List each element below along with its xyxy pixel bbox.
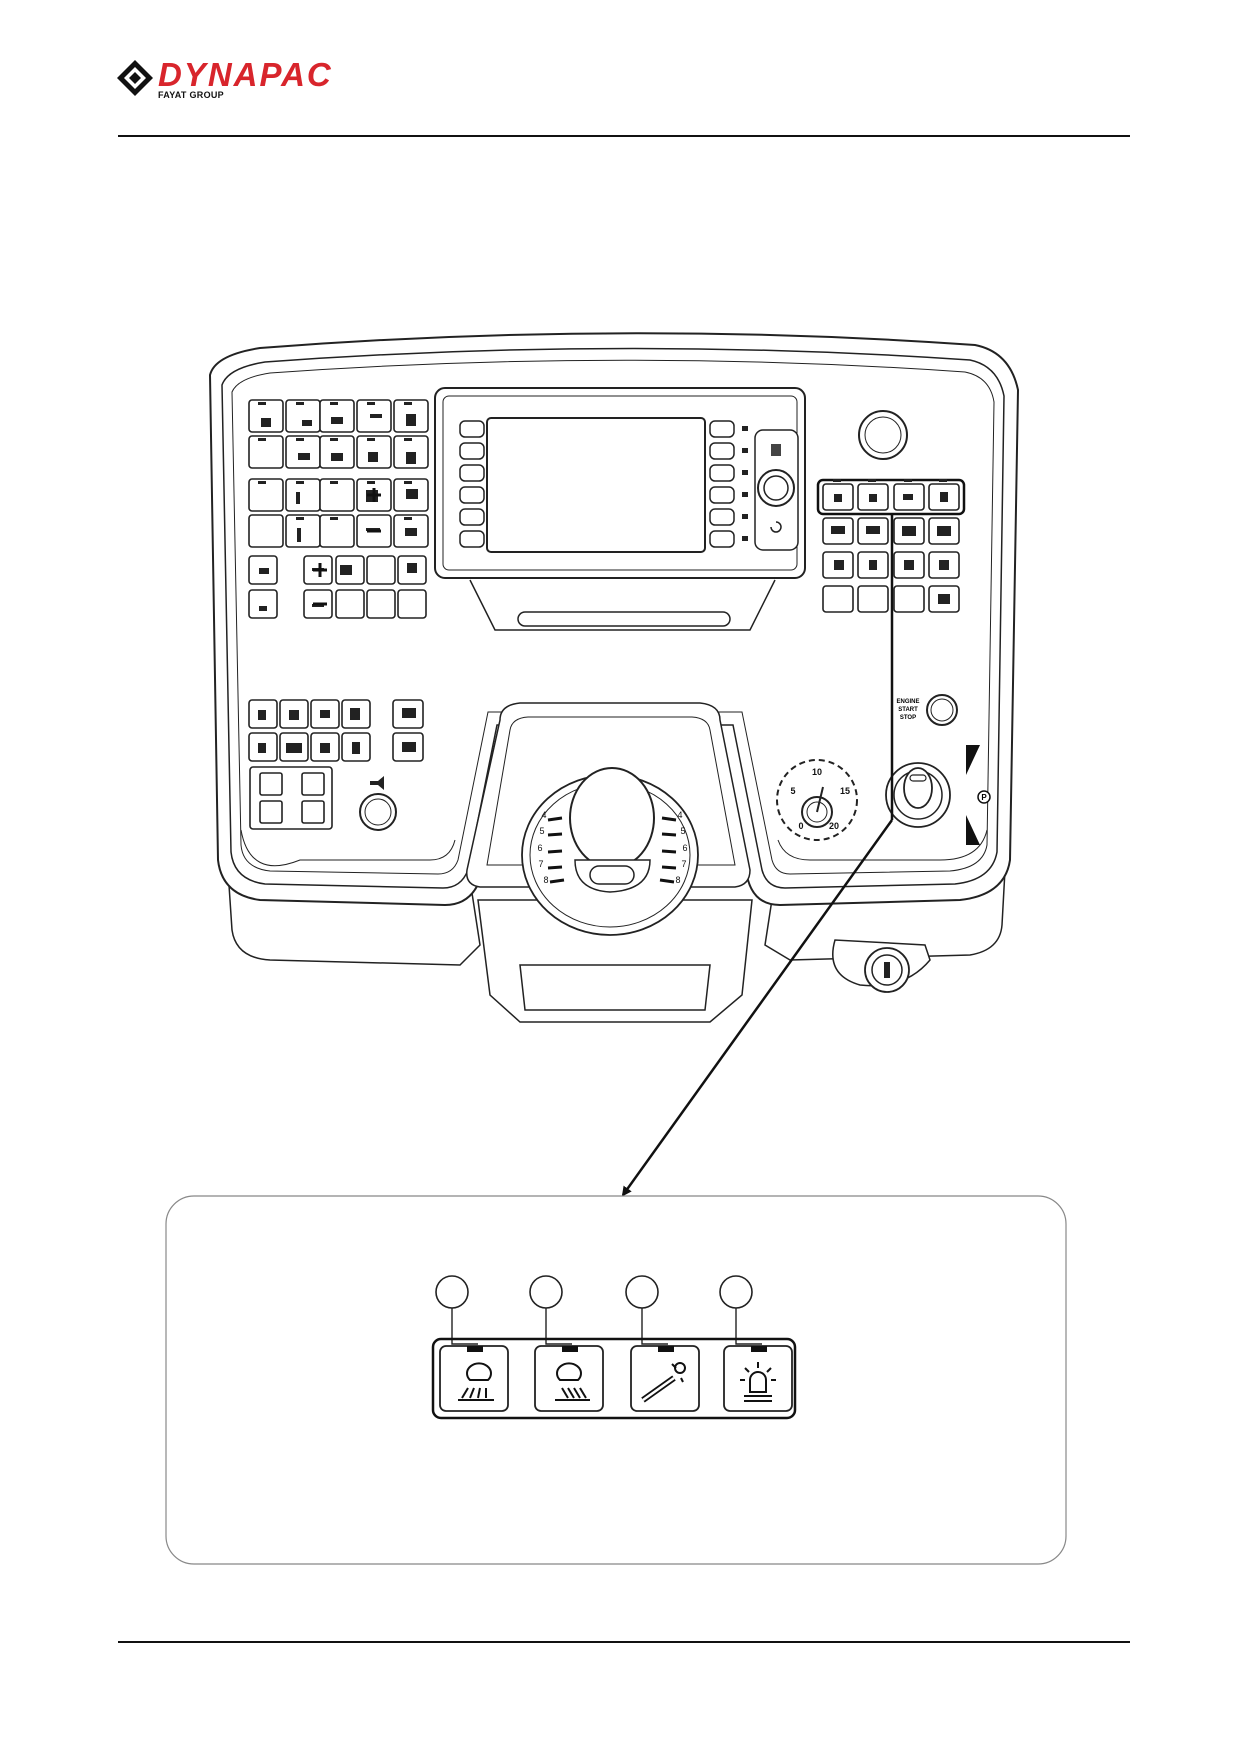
detail-leds <box>467 1346 767 1352</box>
svg-text:6: 6 <box>682 843 687 853</box>
ignition-switch[interactable] <box>832 939 931 993</box>
left-switch-block-2[interactable] <box>248 478 429 548</box>
engine-start-stop-label: ENGINE <box>896 699 919 705</box>
svg-text:8: 8 <box>675 875 680 885</box>
reverse-arrow-icon <box>966 815 980 845</box>
engine-start-stop-button[interactable] <box>926 694 958 726</box>
plus-minus-icons <box>313 488 381 606</box>
amplitude-scale: 4 5 6 7 8 4 5 6 7 8 <box>537 810 687 885</box>
svg-text:START: START <box>898 707 918 713</box>
svg-text:10: 10 <box>812 767 822 777</box>
svg-text:0: 0 <box>798 821 803 831</box>
right-switch-block[interactable] <box>816 478 966 613</box>
detail-arrow <box>621 819 894 1197</box>
svg-text:6: 6 <box>537 843 542 853</box>
brand-group: FAYAT GROUP <box>158 90 224 100</box>
side-light-icon <box>641 1362 686 1403</box>
svg-text:STOP: STOP <box>900 715 916 721</box>
center-joystick-area <box>466 702 751 936</box>
svg-text:P: P <box>981 793 987 802</box>
detail-switch-group <box>431 1337 797 1420</box>
svg-text:8: 8 <box>543 875 548 885</box>
svg-text:4: 4 <box>541 810 546 820</box>
display-softkeys-right[interactable] <box>709 420 735 548</box>
lower-left-switch-icons <box>258 708 416 754</box>
callout-circles <box>435 1275 753 1309</box>
svg-text:4: 4 <box>677 810 682 820</box>
display-unit <box>434 387 806 631</box>
speed-dial[interactable] <box>776 759 858 841</box>
indicator-leds <box>258 402 412 520</box>
beacon-icon <box>740 1362 776 1402</box>
forward-arrow-icon <box>966 745 980 775</box>
top-right-knob[interactable] <box>858 410 908 460</box>
horn-icon <box>370 776 384 790</box>
dynapac-logo <box>117 60 153 96</box>
svg-text:5: 5 <box>680 826 685 836</box>
footer-rule <box>118 1641 1130 1643</box>
display-screen <box>486 417 706 553</box>
left-switch-block-3[interactable] <box>248 555 427 619</box>
brand-name: DYNAPAC <box>158 56 333 93</box>
grid-icon <box>771 444 781 456</box>
work-light-rear-icon <box>555 1362 590 1401</box>
display-softkeys-left[interactable] <box>459 420 485 548</box>
drive-lever[interactable] <box>885 762 951 828</box>
park-icon <box>977 790 991 804</box>
header-rule <box>118 135 1130 137</box>
svg-text:7: 7 <box>538 859 543 869</box>
svg-text:5: 5 <box>790 786 795 796</box>
svg-text:7: 7 <box>681 859 686 869</box>
svg-text:5: 5 <box>539 826 544 836</box>
detail-frame <box>165 1195 1067 1565</box>
horn-button[interactable] <box>359 793 397 831</box>
back-icon[interactable] <box>770 521 782 533</box>
display-handle <box>517 611 731 627</box>
callout-leaders <box>451 1308 762 1345</box>
work-light-front-icon <box>458 1362 494 1401</box>
svg-text:15: 15 <box>840 786 850 796</box>
speed-dial-ticks: 10 5 15 0 20 <box>790 767 850 831</box>
svg-text:20: 20 <box>829 821 839 831</box>
drive-lever-grip[interactable] <box>569 767 655 869</box>
right-switch-icons <box>831 479 951 604</box>
